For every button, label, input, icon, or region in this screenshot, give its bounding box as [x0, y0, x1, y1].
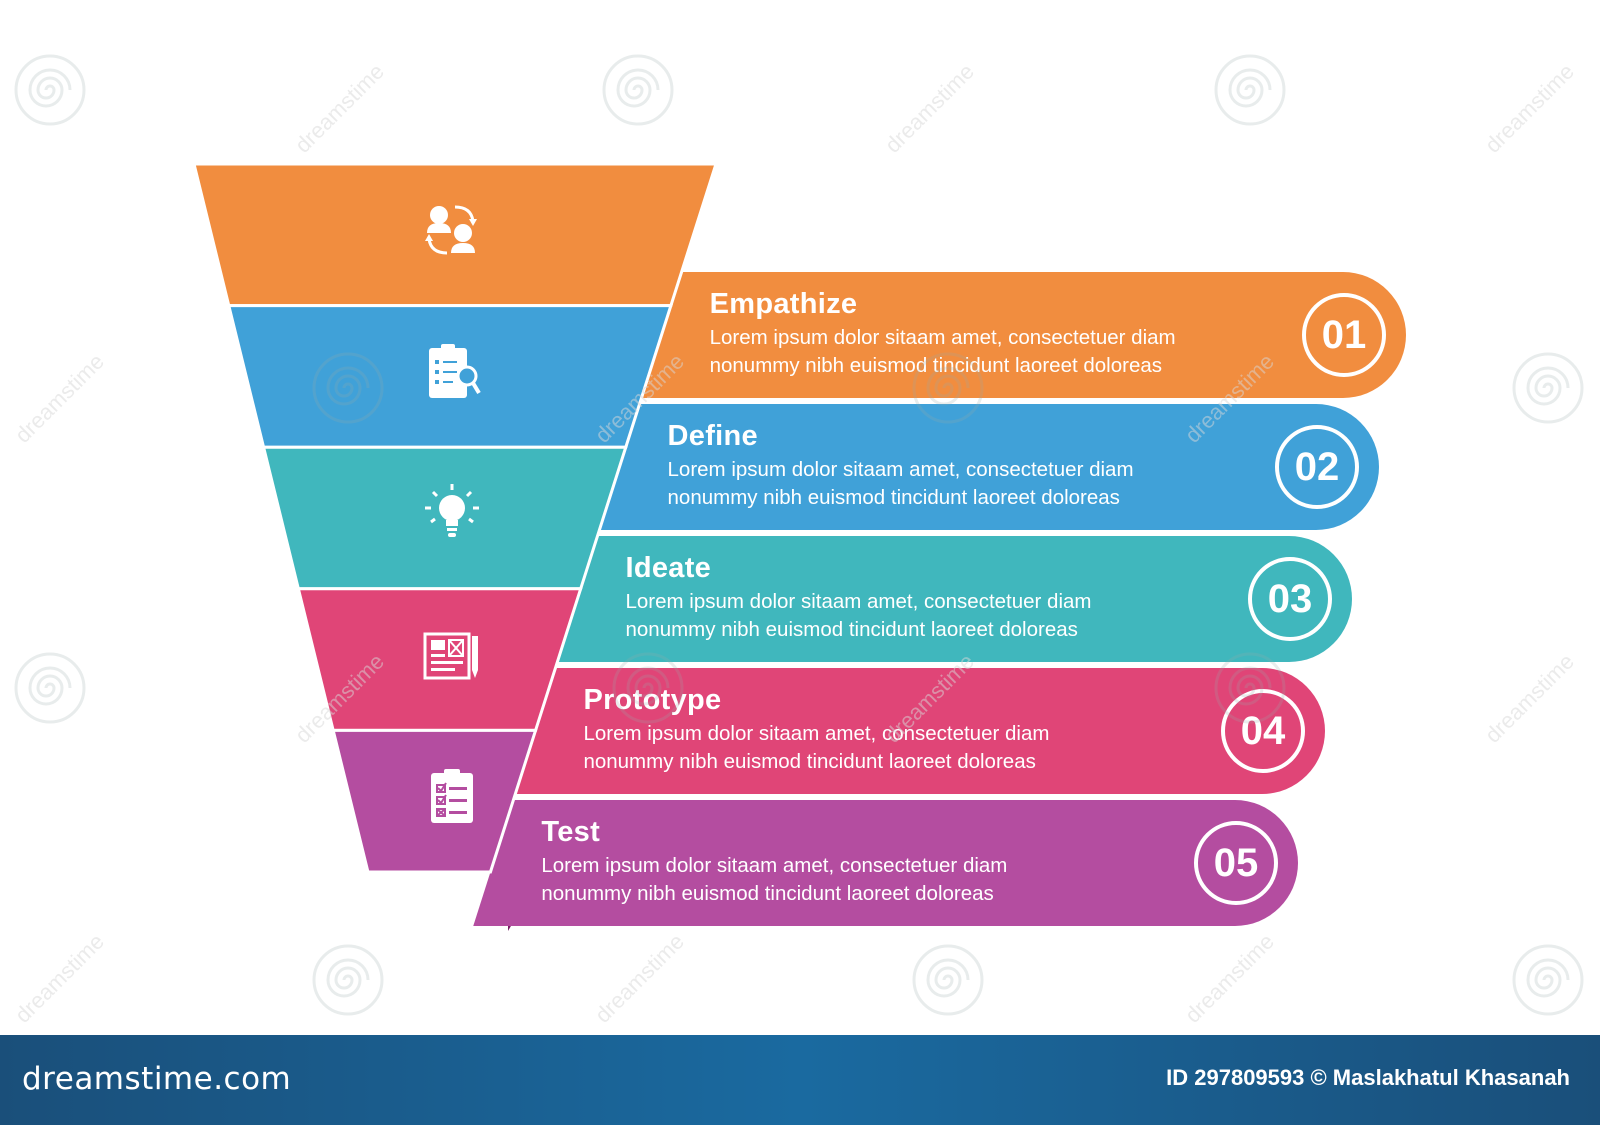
step-title: Ideate	[625, 552, 712, 584]
watermark-swirl-icon	[310, 942, 386, 1018]
step-number-badge: 02	[1275, 425, 1359, 509]
funnel-infographic	[192, 162, 1406, 931]
blueprint-icon	[419, 622, 485, 688]
step-title: Prototype	[583, 684, 722, 716]
lightbulb-icon	[419, 480, 485, 546]
watermark-swirl-icon	[12, 650, 88, 726]
step-banner	[599, 404, 1379, 530]
watermark-swirl-icon	[1510, 350, 1586, 426]
people-exchange-icon	[419, 197, 485, 263]
step-banner	[473, 800, 1299, 926]
watermark-swirl-icon	[910, 942, 986, 1018]
step-banner	[515, 668, 1325, 794]
watermark-swirl-icon	[1212, 52, 1288, 128]
step-banner	[641, 272, 1406, 398]
step-title: Test	[541, 816, 601, 848]
step-description: Lorem ipsum dolor sitaam amet, consectet…	[541, 854, 1008, 905]
step-banner	[557, 536, 1352, 662]
footer-image-id: ID 297809593 © Maslakhatul Khasanah	[1166, 1065, 1570, 1090]
watermark-swirl-icon	[600, 52, 676, 128]
step-description: Lorem ipsum dolor sitaam amet, consectet…	[709, 326, 1176, 377]
watermark-swirl-icon	[1212, 650, 1288, 726]
step-number-badge: 03	[1248, 557, 1332, 641]
footer-brand-logo: dreamstime.com	[22, 1061, 292, 1097]
step-title: Empathize	[709, 288, 858, 320]
watermark-swirl-icon	[12, 52, 88, 128]
step-number-badge: 05	[1194, 821, 1278, 905]
watermark-swirl-icon	[1510, 942, 1586, 1018]
clipboard-search-icon	[419, 338, 485, 404]
watermark-swirl-icon	[610, 650, 686, 726]
funnel-diagram	[192, 162, 1406, 931]
checklist-icon	[419, 763, 485, 829]
step-number-badge: 01	[1302, 293, 1386, 377]
step-title: Define	[667, 420, 758, 452]
step-description: Lorem ipsum dolor sitaam amet, consectet…	[667, 458, 1134, 509]
step-description: Lorem ipsum dolor sitaam amet, consectet…	[583, 722, 1050, 773]
step-number-badge: 04	[1221, 689, 1305, 773]
step-description: Lorem ipsum dolor sitaam amet, consectet…	[625, 590, 1092, 641]
footer-bar: dreamstime.com ID 297809593 © Maslakhatu…	[0, 1035, 1600, 1125]
watermark-swirl-icon	[310, 350, 386, 426]
watermark-swirl-icon	[910, 350, 986, 426]
